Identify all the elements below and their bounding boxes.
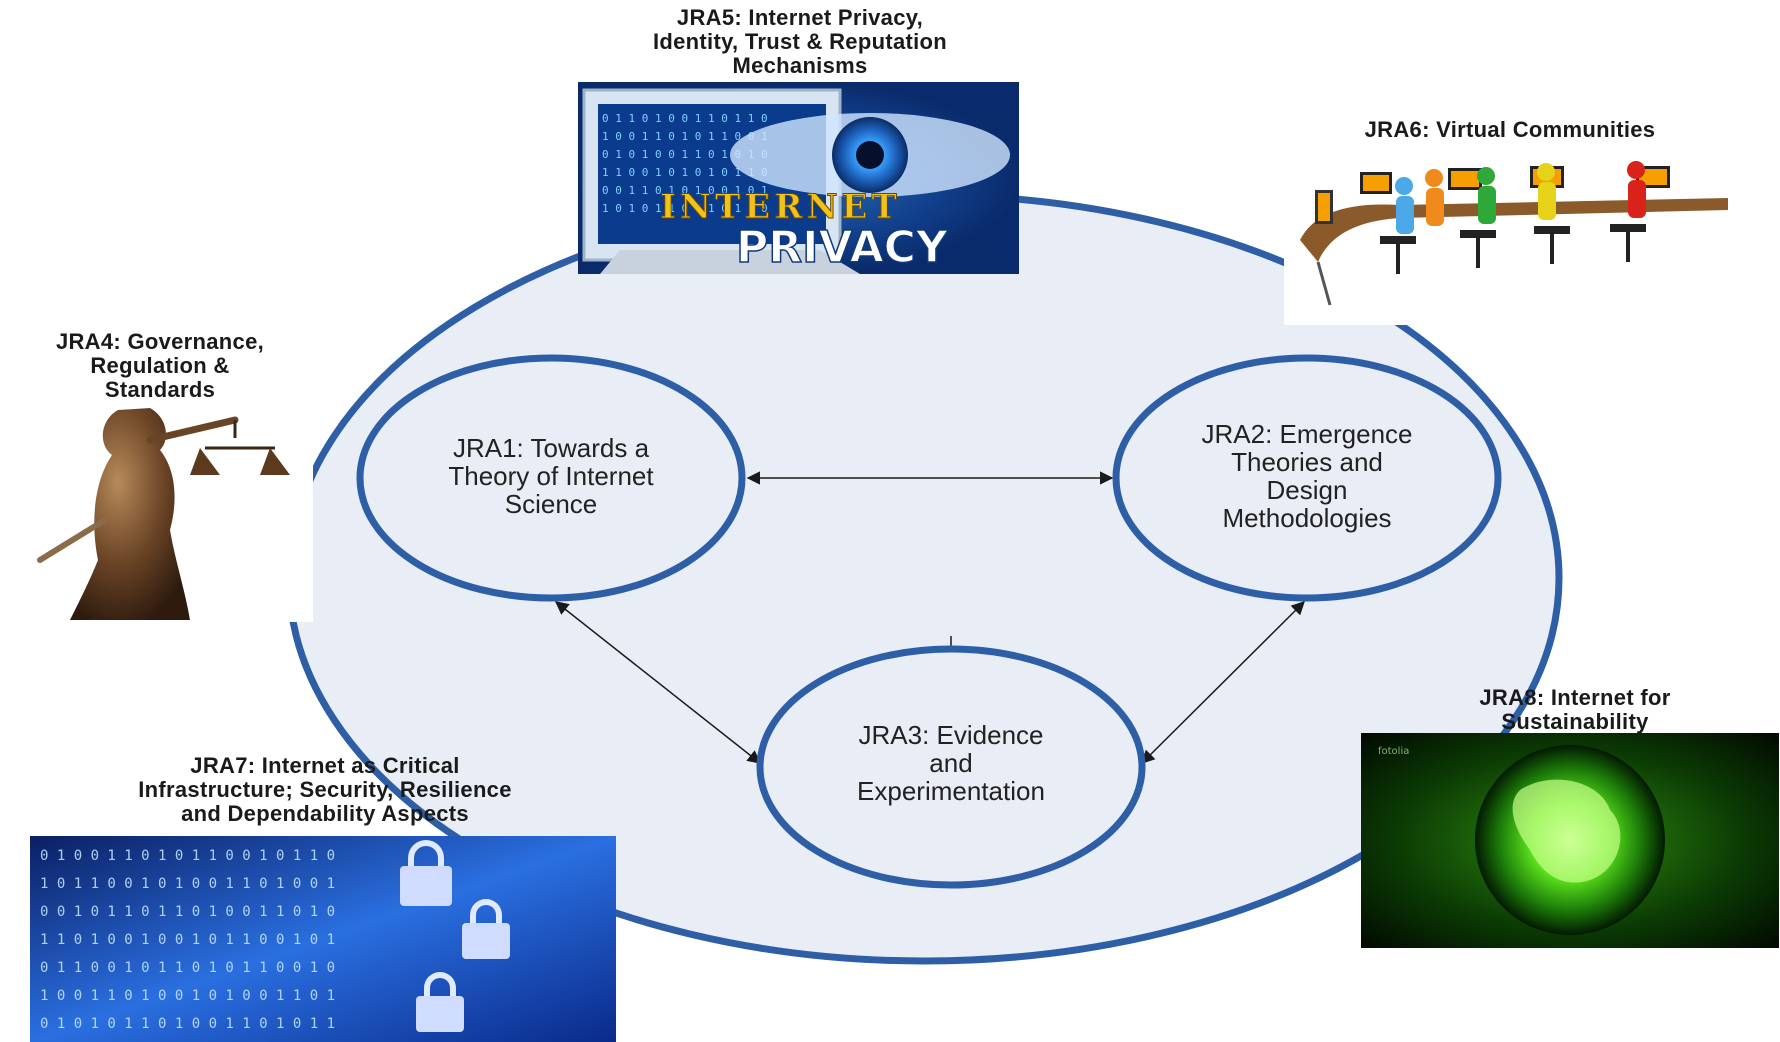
jra8-watermark: fotolia [1378,746,1409,757]
svg-text:1 1 0 1 0 0 1 0 0 1 0 1 1 0 0: 1 1 0 1 0 0 1 0 0 1 0 1 1 0 0 1 0 1 [40,932,335,948]
jra6-image [1284,150,1734,325]
jra5-image: 0 1 1 0 1 0 0 1 1 0 1 1 0 1 0 0 1 1 0 1 … [578,82,1019,274]
svg-text:0 1 0 0 1 1 0 1 0 1 1 0 0 1 0: 0 1 0 0 1 1 0 1 0 1 1 0 0 1 0 1 1 0 [40,848,335,864]
jra5-image-text-2: PRIVACY [736,222,949,273]
svg-text:0 1 0 1 0 1 1 0 1 0 0 1 1 0 1: 0 1 0 1 0 1 1 0 1 0 0 1 1 0 1 0 1 1 [40,1016,335,1032]
edge-jra1-jra3 [554,601,762,764]
jra1-label: JRA1: Towards a Theory of Internet Scien… [448,433,654,519]
svg-text:0 1 1 0 1 0 0 1 1 0 1 1 0: 0 1 1 0 1 0 0 1 1 0 1 1 0 [602,112,768,125]
jra7-title: JRA7: Internet as Critical Infrastructur… [138,753,512,826]
svg-text:0 0 1 1 0 1 0 1 0 0 1 0 1: 0 0 1 1 0 1 0 1 0 0 1 0 1 [602,184,768,197]
jra4-image [25,400,313,622]
svg-text:0 1 0 1 0 0 1 1 0 1 0 1 0: 0 1 0 1 0 0 1 1 0 1 0 1 0 [602,148,768,161]
svg-text:0 0 1 0 1 1 0 1 1 0 1 0 0 1 1: 0 0 1 0 1 1 0 1 1 0 1 0 0 1 1 0 1 0 [40,904,335,920]
jra5-title: JRA5: Internet Privacy, Identity, Trust … [653,5,947,78]
jra7-image: 0 1 0 0 1 1 0 1 0 1 1 0 0 1 0 1 1 0 1 0 … [30,836,616,1042]
jra8-title: JRA8: Internet for Sustainability [1479,685,1671,734]
svg-text:1 0 0 1 1 0 1 0 0 1 0 1 0 0 1: 1 0 0 1 1 0 1 0 0 1 0 1 0 0 1 1 0 1 [40,988,335,1004]
jra3-label: JRA3: Evidence and Experimentation [857,720,1045,806]
node-jra1-circle [356,354,746,602]
jra2-label: JRA2: Emergence Theories and Design Meth… [1201,419,1413,533]
jra4-title: JRA4: Governance, Regulation & Standards [55,329,265,402]
edge-jra2-jra3 [1141,601,1305,764]
node-jra3-circle [756,645,1146,889]
jra5-image-text-1: INTERNET [660,187,901,227]
svg-text:1 0 0 1 1 0 1 0 1 1 0 0 1: 1 0 0 1 1 0 1 0 1 1 0 0 1 [602,130,768,143]
svg-text:0 1 1 0 0 1 0 1 1 0 1 0 1 1 0: 0 1 1 0 0 1 0 1 1 0 1 0 1 1 0 0 1 0 [40,960,335,976]
node-jra2-circle [1112,354,1502,602]
svg-text:1 0 1 0 1 1 0 0 1 0 1 0 0: 1 0 1 0 1 1 0 0 1 0 1 0 0 [602,202,768,215]
jra8-image: fotolia [1361,733,1779,948]
svg-text:1 0 1 1 0 0 1 0 1 0 0 1 1 0 1: 1 0 1 1 0 0 1 0 1 0 0 1 1 0 1 0 0 1 [40,876,335,892]
jra6-title: JRA6: Virtual Communities [1364,117,1656,142]
svg-text:1 1 0 0 1 0 1 0 1 0 1 1 0: 1 1 0 0 1 0 1 0 1 0 1 1 0 [602,166,768,179]
